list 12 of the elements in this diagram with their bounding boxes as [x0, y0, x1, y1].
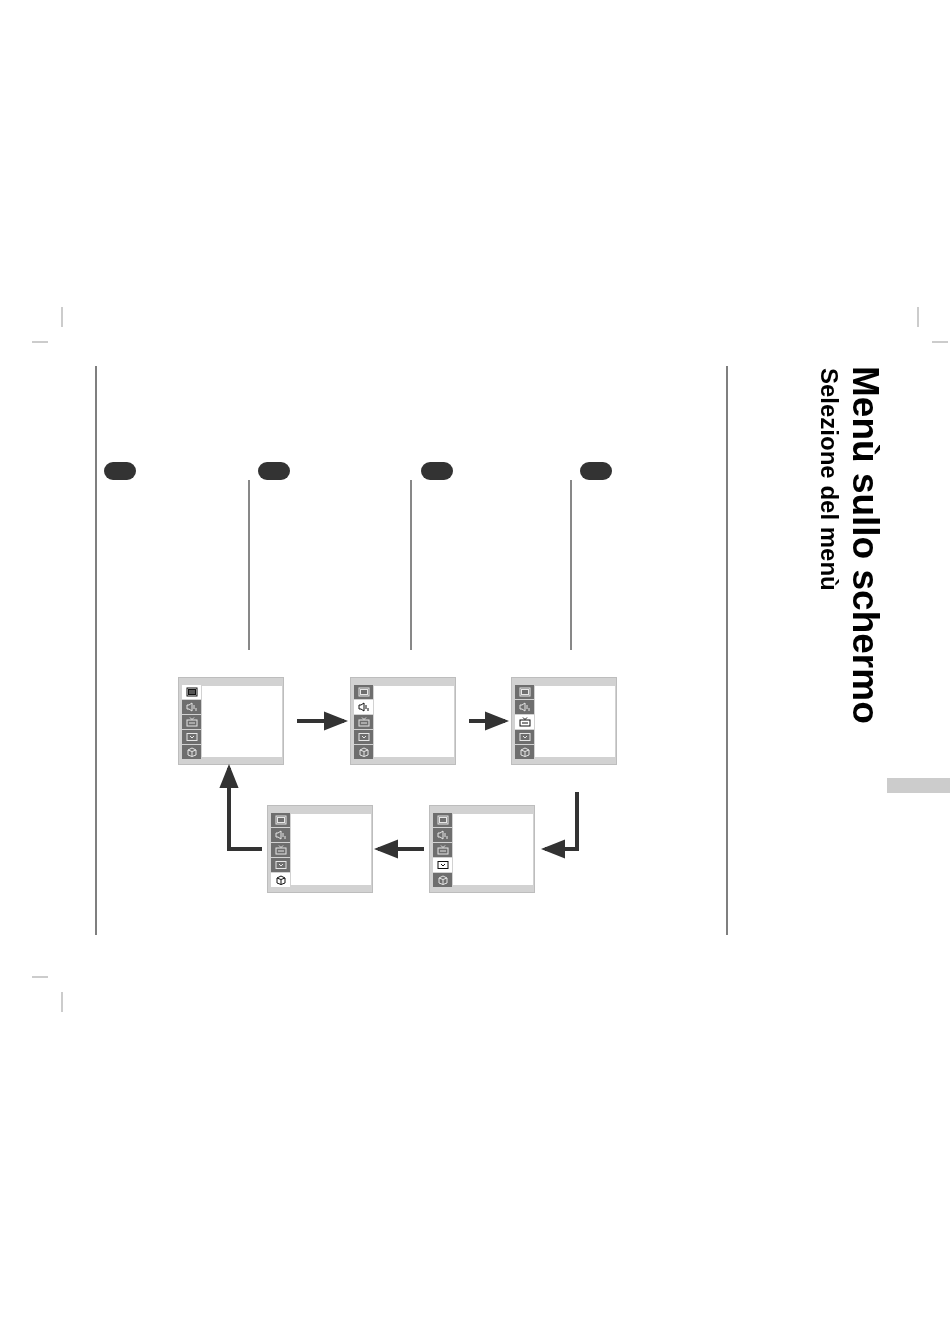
menu-screen	[267, 805, 373, 893]
menu-screen	[429, 805, 535, 893]
menu-screen	[178, 677, 284, 765]
title: Menù sullo schermo	[847, 366, 884, 724]
arrow	[541, 792, 579, 859]
menu-screen	[350, 677, 456, 765]
menu-screen	[511, 677, 617, 765]
arrow	[219, 764, 262, 851]
arrow	[297, 711, 348, 731]
arrow	[374, 839, 424, 859]
arrow	[469, 711, 509, 731]
subtitle: Selezione del menù	[817, 368, 841, 591]
